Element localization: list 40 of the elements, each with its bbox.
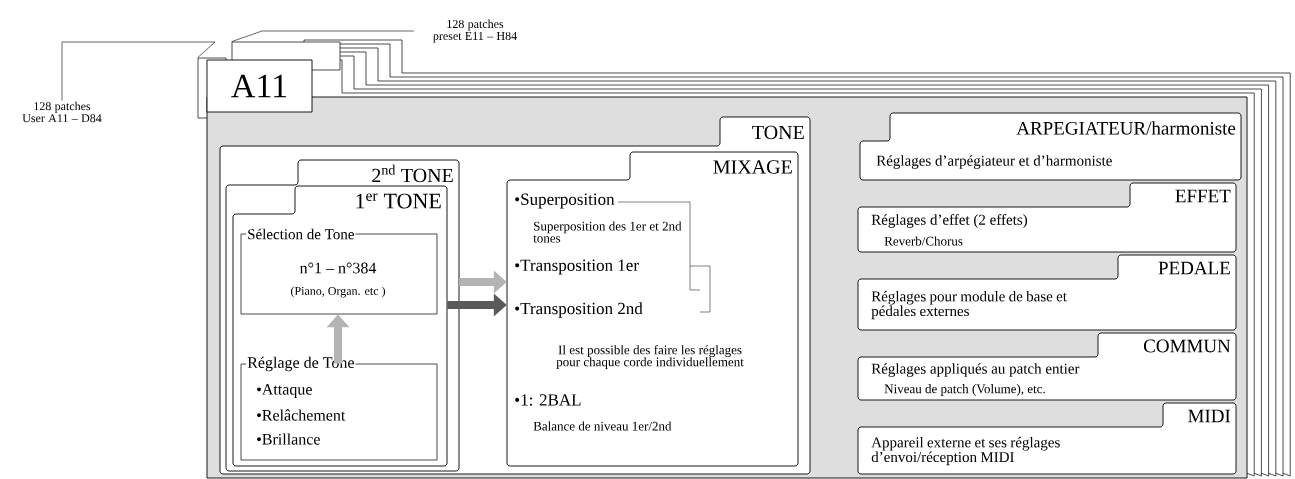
stack-label: 128 patches User A11 – D84 <box>22 101 102 123</box>
settings-box <box>857 182 1237 253</box>
settings-box <box>857 402 1237 475</box>
body-text: Appareil externe et ses réglages d’envoi/réception MIDI <box>871 436 1060 466</box>
body-text: •Transposition 1er <box>515 259 639 275</box>
bullet-text: •Relâchement <box>257 409 346 421</box>
heading: MIXAGE <box>713 160 792 174</box>
range-text: n°1 – n°384 <box>299 262 377 274</box>
body-text: Il est possible des faire les réglages pour chaque corde individuellement <box>556 345 744 369</box>
body-text: Réglages d’effet (2 effets) <box>871 214 1028 228</box>
body-text: Superposition des 1er et 2nd tones <box>533 221 682 243</box>
settings-box <box>240 355 438 461</box>
body-text: Réglages pour module de base et pédales externes <box>871 290 1067 320</box>
heading: PEDALE <box>1158 261 1230 275</box>
heading: TONE <box>752 125 804 140</box>
heading: COMMUN <box>1144 339 1231 353</box>
heading: EFFET <box>1175 189 1231 203</box>
heading: 1$^{er}$ TONE <box>356 193 441 209</box>
bullet-text: •Brillance <box>257 433 320 445</box>
settings-box <box>857 332 1237 401</box>
leader-line <box>61 41 216 101</box>
heading: MIDI <box>1188 409 1231 423</box>
note-text: (Piano, Organ. etc ) <box>291 286 385 298</box>
leader-line <box>231 30 415 42</box>
body-text: Balance de niveau 1er/2nd <box>533 421 672 431</box>
body-text: •Transposition 2nd <box>515 302 643 318</box>
body-text: Réglages d’arpégiateur et d’harmoniste <box>876 155 1112 169</box>
bullet-text: •Attaque <box>257 384 312 398</box>
heading: 2$^{nd}$ TONE <box>372 164 453 183</box>
body-text: Réglages appliqués au patch entier <box>871 363 1080 377</box>
body-text: •Superposition <box>515 193 615 209</box>
settings-box <box>857 254 1237 331</box>
body-text: •1: 2BAL <box>515 394 581 406</box>
settings-box <box>859 112 1242 181</box>
mix-box <box>506 151 799 467</box>
stack-label: 128 patches preset E11 – H84 <box>433 19 517 43</box>
heading: ARPEGIATEUR/harmoniste <box>1016 121 1236 135</box>
body-text: Niveau de patch (Volume), etc. <box>884 384 1045 396</box>
selection-box <box>240 227 438 315</box>
body-text: Reverb/Chorus <box>884 236 963 246</box>
